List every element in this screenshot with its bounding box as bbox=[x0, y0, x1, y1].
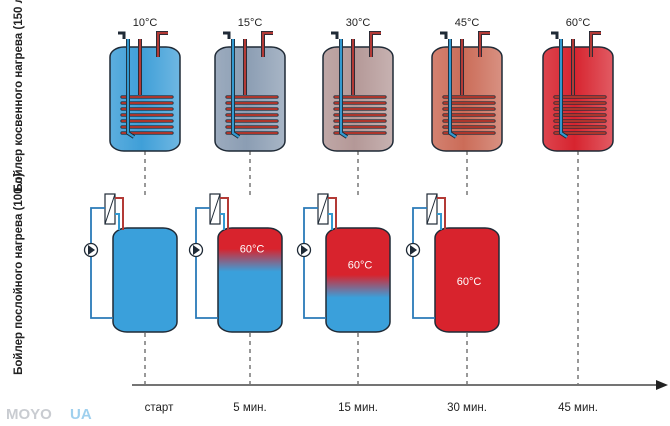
hot-pipe bbox=[115, 197, 124, 230]
circulation-line bbox=[90, 207, 113, 319]
layered-boiler-tanks: 60°C 60°C 60°C bbox=[83, 193, 500, 333]
indirect-tank-body bbox=[214, 46, 286, 152]
top-temperatures: 10°C 15°C 30°C 45°C 60°C bbox=[133, 17, 591, 29]
layered-tank-body bbox=[325, 227, 391, 333]
hot-pipe bbox=[220, 197, 229, 230]
indirect-boiler-tanks bbox=[109, 31, 614, 152]
cold-inlet-pipe bbox=[559, 39, 568, 138]
indirect-tank-3 bbox=[431, 31, 503, 152]
indirect-tank-0 bbox=[109, 31, 181, 152]
layered-tank-1: 60°C bbox=[188, 193, 283, 333]
hot-temp-label: 60°C bbox=[240, 244, 265, 256]
layered-boiler-label: Бойлер послойного нагрева (100 л) bbox=[13, 173, 25, 375]
hot-pipe bbox=[437, 197, 446, 230]
cold-pipe bbox=[115, 213, 120, 230]
circulation-line bbox=[303, 207, 326, 319]
layered-tank-body bbox=[217, 227, 283, 333]
layered-tank-body bbox=[112, 227, 178, 333]
cold-pipe bbox=[328, 213, 333, 230]
layered-tank-body bbox=[434, 227, 500, 333]
watermark-part2: UA bbox=[70, 406, 92, 423]
top-temp-2: 30°C bbox=[346, 17, 371, 29]
indirect-boiler-label: Бойлер косвенного нагрева (150 л) bbox=[13, 0, 25, 192]
cold-pipe bbox=[437, 213, 442, 230]
time-axis: старт 5 мин. 15 мин. 30 мин. 45 мин. bbox=[132, 380, 668, 414]
layered-tank-2: 60°C bbox=[296, 193, 391, 333]
cold-inlet-pipe bbox=[448, 39, 457, 138]
hot-outlet-pipe bbox=[261, 31, 273, 57]
indirect-tank-body bbox=[322, 46, 394, 152]
hot-pipe bbox=[328, 197, 337, 230]
circulation-line bbox=[412, 207, 435, 319]
cold-inlet-pipe bbox=[339, 39, 348, 138]
indirect-tank-2 bbox=[322, 31, 394, 152]
circulation-line bbox=[195, 207, 218, 319]
hot-temp-label: 60°C bbox=[457, 276, 482, 288]
time-tick-4: 45 мин. bbox=[558, 402, 598, 414]
top-temp-3: 45°C bbox=[455, 17, 480, 29]
indirect-tank-body bbox=[542, 46, 614, 152]
time-guide-lines bbox=[144, 151, 579, 384]
hot-outlet-pipe bbox=[369, 31, 381, 57]
time-tick-2: 15 мин. bbox=[338, 402, 378, 414]
top-temp-4: 60°C bbox=[566, 17, 591, 29]
indirect-tank-1 bbox=[214, 31, 286, 152]
moyo-watermark: MOYO UA bbox=[0, 400, 118, 426]
layered-tank-0 bbox=[83, 193, 178, 333]
time-tick-3: 30 мин. bbox=[447, 402, 487, 414]
cold-inlet-pipe bbox=[126, 39, 135, 138]
hot-outlet-pipe bbox=[478, 31, 490, 57]
cold-inlet-pipe bbox=[231, 39, 240, 138]
hot-outlet-pipe bbox=[156, 31, 168, 57]
indirect-tank-4 bbox=[542, 31, 614, 152]
layered-tank-3: 60°C bbox=[405, 193, 500, 333]
time-tick-1: 5 мин. bbox=[233, 402, 266, 414]
time-tick-0: старт bbox=[145, 402, 174, 414]
indirect-tank-body bbox=[431, 46, 503, 152]
top-temp-1: 15°C bbox=[238, 17, 263, 29]
top-temp-0: 10°C bbox=[133, 17, 158, 29]
time-axis-arrow-icon bbox=[656, 380, 668, 390]
watermark-part1: MOYO bbox=[6, 406, 52, 423]
hot-outlet-pipe bbox=[589, 31, 601, 57]
hot-temp-label: 60°C bbox=[348, 259, 373, 271]
indirect-tank-body bbox=[109, 46, 181, 152]
cold-pipe bbox=[220, 213, 225, 230]
